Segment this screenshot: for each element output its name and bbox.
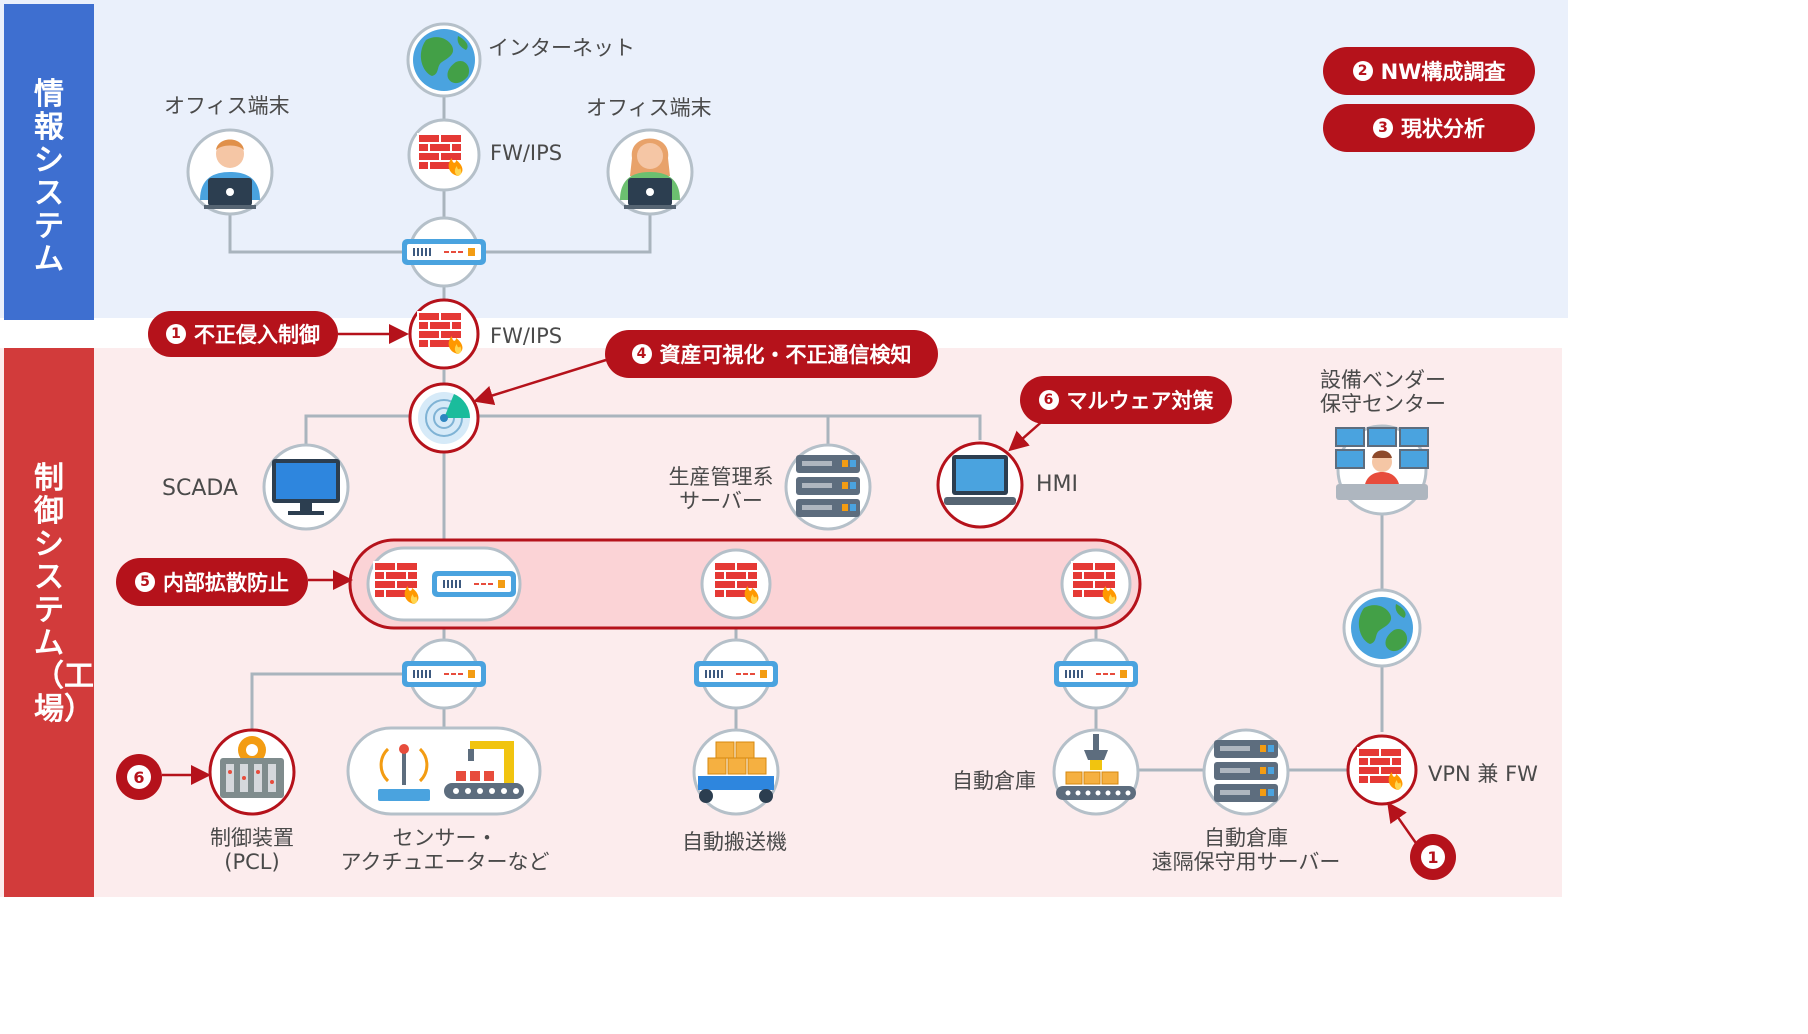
scada-label: SCADA <box>162 476 238 501</box>
callout-number: 6 <box>1038 390 1059 410</box>
callout-number: 5 <box>135 572 155 592</box>
callout-number: 4 <box>631 344 652 364</box>
vpn-callout-badge: 1 <box>1410 834 1456 880</box>
callout-text: 現状分析 <box>1401 117 1485 141</box>
switch-icon <box>402 661 486 687</box>
sensor-icon <box>378 744 430 801</box>
firewall-icon <box>1357 747 1404 791</box>
vpn-fw-label: VPN 兼 FW <box>1428 762 1538 786</box>
vendor-center-label: 設備ベンダー 保守センター <box>1320 368 1446 416</box>
monitor-icon <box>272 459 340 515</box>
control-system-sidebar <box>4 348 94 897</box>
callout-number: 6 <box>127 765 151 789</box>
callout-number: 2 <box>1352 61 1373 81</box>
office-left-label: オフィス端末 <box>164 94 290 118</box>
info-system-sidebar <box>4 4 94 320</box>
laptop-icon <box>944 455 1016 505</box>
callout-text: NW構成調査 <box>1380 60 1506 84</box>
warehouse-label: 自動倉庫 <box>952 769 1036 793</box>
switch-icon <box>402 239 486 265</box>
callout-text: マルウェア対策 <box>1066 389 1214 413</box>
plc-callout-badge: 6 <box>116 754 162 800</box>
firewall-icon <box>713 561 760 605</box>
fw-ips-mid-label: FW/IPS <box>490 324 563 348</box>
robot-arm-icon <box>444 741 524 799</box>
callout-text: 資産可視化・不正通信検知 <box>659 343 912 367</box>
malware-callout: 6 マルウェア対策 <box>1020 376 1232 424</box>
plc-icon <box>220 736 284 798</box>
firewall-icon <box>1071 561 1118 605</box>
server-icon <box>796 455 860 517</box>
info-system-title: 情報システム <box>34 77 64 277</box>
callout-number: 3 <box>1373 118 1393 138</box>
globe-icon <box>1351 597 1413 659</box>
internet-label: インターネット <box>488 36 635 60</box>
fw-ips-top-label: FW/IPS <box>490 141 563 165</box>
switch-icon <box>1054 661 1138 687</box>
radar-icon <box>418 392 470 444</box>
firewall-icon <box>373 561 420 605</box>
warehouse-server-label: 自動倉庫 遠隔保守用サーバー <box>1151 826 1341 874</box>
hmi-label: HMI <box>1036 472 1079 497</box>
intrusion-callout: 1 不正侵入制御 <box>148 311 338 357</box>
server-icon <box>1214 740 1278 802</box>
operator-icon <box>1335 427 1429 500</box>
office-right-label: オフィス端末 <box>586 96 712 120</box>
switch-icon <box>432 571 516 597</box>
callout-text: 不正侵入制御 <box>194 323 320 347</box>
nw-survey-callout: 2 NW構成調査 <box>1323 47 1535 95</box>
warehouse-icon <box>1056 734 1136 800</box>
sensors-label: センサー・ アクチュエーターなど <box>340 826 550 874</box>
callout-number: 1 <box>1421 845 1445 869</box>
analysis-callout: 3 現状分析 <box>1323 104 1535 152</box>
agv-label: 自動搬送機 <box>682 830 787 854</box>
plc-label: 制御装置 (PCL) <box>210 826 294 874</box>
firewall-icon <box>417 133 464 177</box>
callout-text: 内部拡散防止 <box>163 571 289 595</box>
spread-callout: 5 内部拡散防止 <box>116 558 308 606</box>
prod-server-label: 生産管理系 サーバー <box>668 465 774 513</box>
network-diagram <box>162 22 1429 847</box>
globe-icon <box>413 29 475 91</box>
asset-callout: 4 資産可視化・不正通信検知 <box>605 330 938 378</box>
switch-icon <box>694 661 778 687</box>
callout-number: 1 <box>166 324 186 344</box>
firewall-icon <box>417 311 464 355</box>
agv-icon <box>698 741 774 803</box>
